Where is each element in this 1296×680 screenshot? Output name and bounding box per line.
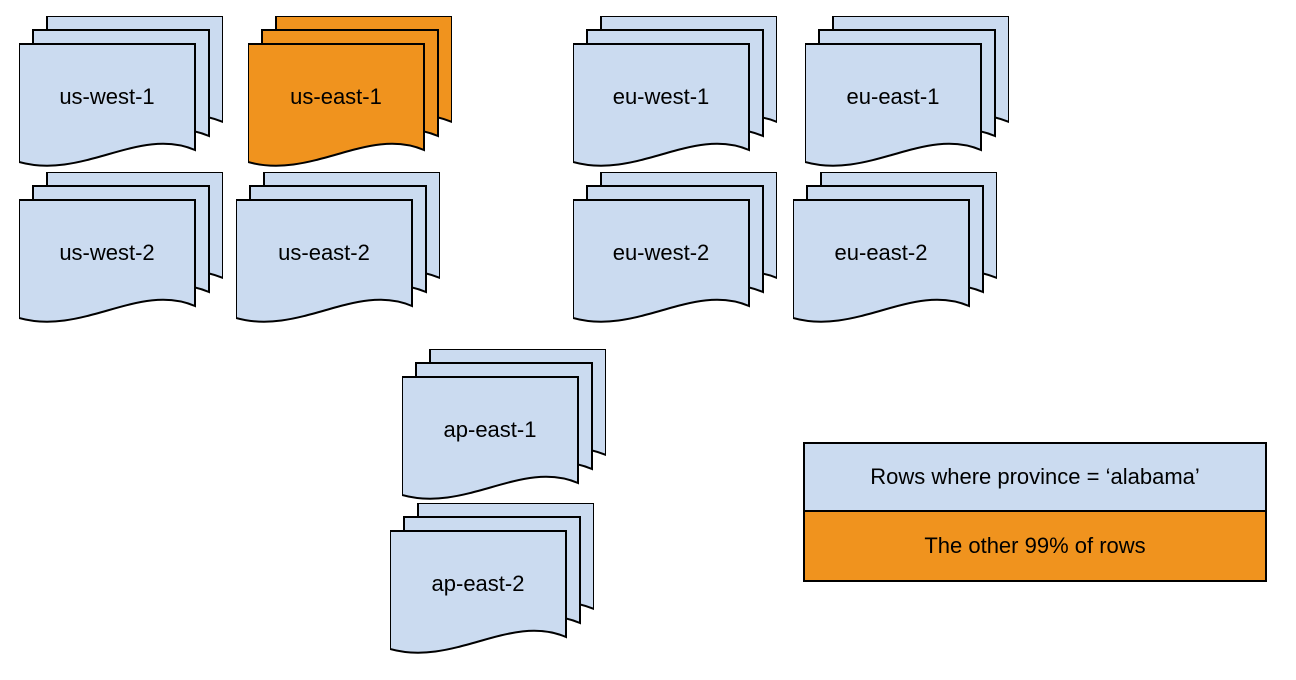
stack-label: eu-west-1 (612, 84, 710, 109)
stack-eu-west-2: eu-west-2 (573, 172, 777, 324)
stack-label: us-west-2 (59, 240, 155, 265)
stack-ap-east-1: ap-east-1 (402, 349, 606, 501)
stack-us-east-2: us-east-2 (236, 172, 440, 324)
stack-label: us-west-1 (59, 84, 155, 109)
stack-us-west-1: us-west-1 (19, 16, 223, 168)
stack-label: eu-west-2 (612, 240, 710, 265)
stack-us-east-1: us-east-1 (248, 16, 452, 168)
stack-label: ap-east-1 (443, 417, 537, 442)
stack-us-west-2: us-west-2 (19, 172, 223, 324)
stack-eu-west-1: eu-west-1 (573, 16, 777, 168)
legend-item-label: Rows where province = ‘alabama’ (870, 464, 1200, 489)
stack-eu-east-2: eu-east-2 (793, 172, 997, 324)
stack-label: ap-east-2 (431, 571, 525, 596)
legend-item-label: The other 99% of rows (924, 533, 1146, 558)
stack-label: eu-east-2 (834, 240, 928, 265)
stack-label: us-east-2 (278, 240, 370, 265)
legend-item-other-rows: The other 99% of rows (805, 512, 1265, 580)
stack-label: us-east-1 (290, 84, 382, 109)
legend: Rows where province = ‘alabama’ The othe… (803, 442, 1267, 582)
stack-label: eu-east-1 (846, 84, 940, 109)
stack-eu-east-1: eu-east-1 (805, 16, 1009, 168)
stack-ap-east-2: ap-east-2 (390, 503, 594, 655)
legend-item-alabama-rows: Rows where province = ‘alabama’ (805, 444, 1265, 512)
